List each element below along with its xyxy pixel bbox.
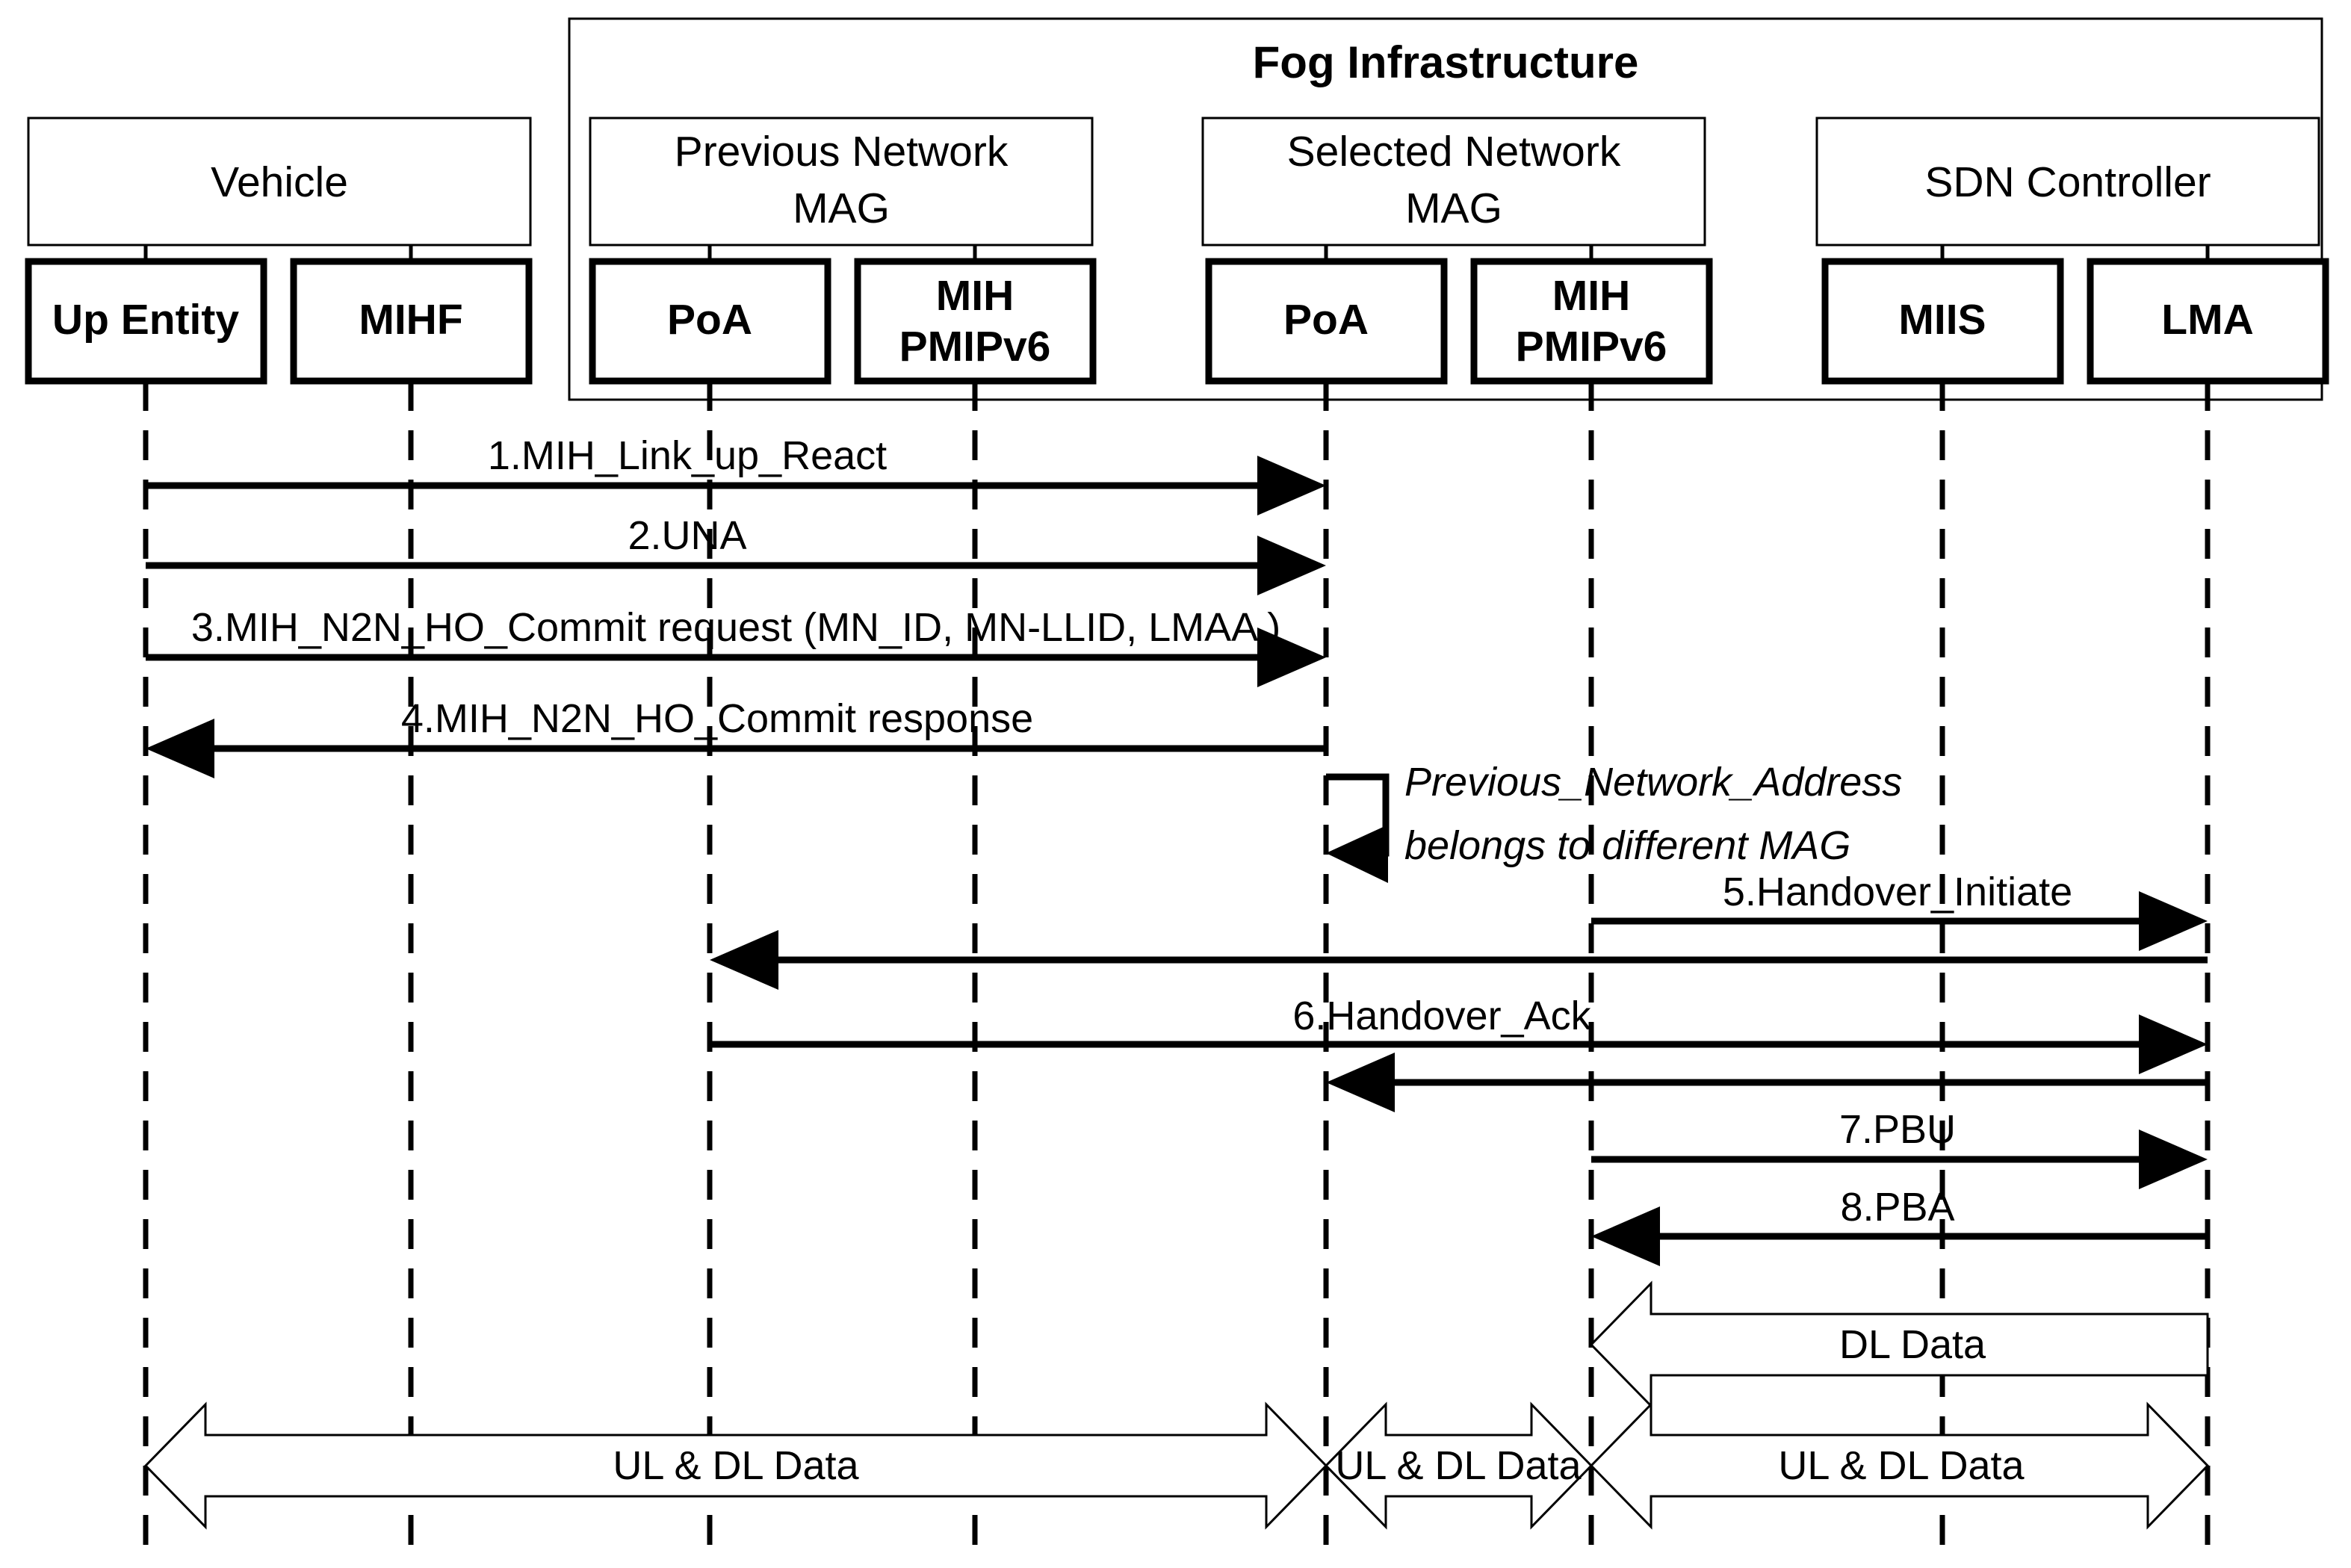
group-box-vehicle: Vehicle <box>27 117 532 247</box>
message-label-8: 8.PBA <box>1840 1185 1954 1230</box>
block-arrow-label-ul-dl-data-left: UL & DL Data <box>613 1443 859 1488</box>
participant-box-lma[interactable]: LMA <box>2087 258 2329 385</box>
participant-label-lma: LMA <box>2161 296 2253 344</box>
block-arrow-ul-dl-data-right[interactable]: UL & DL Data <box>1589 1401 2210 1530</box>
message-2-una[interactable]: 2.UNA <box>146 513 1326 595</box>
message-label-2: 2.UNA <box>628 513 746 558</box>
group-label-previous-network-mag-line1: Previous Network <box>675 128 1009 176</box>
block-arrow-ul-dl-data-mid[interactable]: UL & DL Data <box>1324 1401 1593 1530</box>
block-arrow-label-ul-dl-data-right: UL & DL Data <box>1778 1443 2025 1488</box>
group-box-selected-network-mag: Selected Network MAG <box>1201 117 1706 247</box>
self-message-note-line1: Previous_Network_Address <box>1404 760 1902 805</box>
participant-label-sel-poa: PoA <box>1283 296 1369 344</box>
message-label-6: 6.Handover_Ack <box>1292 994 1591 1038</box>
participant-box-up-entity[interactable]: Up Entity <box>25 258 267 385</box>
block-arrow-dl-data[interactable]: DL Data <box>1589 1280 2209 1409</box>
participant-label-up-entity: Up Entity <box>52 296 239 344</box>
participant-label-prev-poa: PoA <box>667 296 752 344</box>
participant-label-miis: MIIS <box>1898 296 1986 344</box>
message-7-pbu[interactable]: 7.PBU <box>1591 1107 2208 1189</box>
group-label-selected-network-mag-line2: MAG <box>1405 185 1502 232</box>
message-1-mih-link-up-react[interactable]: 1.MIH_Link_up_React <box>146 433 1326 515</box>
message-label-5: 5.Handover_Initiate <box>1723 870 2072 914</box>
message-3-mih-n2n-ho-commit-request[interactable]: 3.MIH_N2N_HO_Commit request (MN_ID, MN-L… <box>146 605 1326 687</box>
participant-box-sel-mih-pmipv6[interactable]: MIH PMIPv6 <box>1470 258 1713 385</box>
group-box-previous-network-mag: Previous Network MAG <box>589 117 1094 247</box>
group-box-sdn-controller: SDN Controller <box>1815 117 2320 247</box>
message-label-4: 4.MIH_N2N_HO_Commit response <box>401 696 1033 741</box>
participant-box-mihf[interactable]: MIHF <box>290 258 533 385</box>
message-4-mih-n2n-ho-commit-response[interactable]: 4.MIH_N2N_HO_Commit response <box>146 696 1326 778</box>
participant-box-prev-mih-pmipv6[interactable]: MIH PMIPv6 <box>854 258 1097 385</box>
block-arrow-label-dl-data: DL Data <box>1839 1322 1986 1367</box>
group-label-sdn-controller: SDN Controller <box>1924 158 2211 206</box>
group-label-fog: Fog Infrastructure <box>1253 37 1639 87</box>
participant-label-prev-mih-pmipv6-line1: MIH <box>936 272 1014 320</box>
participant-box-sel-poa[interactable]: PoA <box>1205 258 1448 385</box>
group-label-vehicle: Vehicle <box>211 158 348 206</box>
group-label-selected-network-mag-line1: Selected Network <box>1287 128 1621 176</box>
message-5-handover-initiate[interactable]: 5.Handover_Initiate <box>1591 870 2208 951</box>
message-label-7: 7.PBU <box>1839 1107 1956 1152</box>
message-8-pba[interactable]: 8.PBA <box>1591 1185 2208 1266</box>
message-label-3: 3.MIH_N2N_HO_Commit request (MN_ID, MN-L… <box>191 605 1280 650</box>
block-arrow-label-ul-dl-data-mid: UL & DL Data <box>1335 1443 1582 1488</box>
participant-box-prev-poa[interactable]: PoA <box>589 258 831 385</box>
message-6b-handover-ack-forward[interactable] <box>1326 1053 2208 1112</box>
message-label-1: 1.MIH_Link_up_React <box>488 433 887 478</box>
participant-label-sel-mih-pmipv6-line1: MIH <box>1552 272 1630 320</box>
participant-box-miis[interactable]: MIIS <box>1821 258 2064 385</box>
group-label-previous-network-mag-line2: MAG <box>793 185 890 232</box>
message-5b-handover-initiate-forward[interactable] <box>710 930 2208 990</box>
self-message-note-line2: belongs to different MAG <box>1404 823 1850 868</box>
message-6-handover-ack[interactable]: 6.Handover_Ack <box>710 994 2208 1074</box>
participant-label-mihf: MIHF <box>359 296 462 344</box>
block-arrow-ul-dl-data-left[interactable]: UL & DL Data <box>143 1401 1328 1530</box>
participant-label-prev-mih-pmipv6-line2: PMIPv6 <box>899 323 1051 371</box>
participant-label-sel-mih-pmipv6-line2: PMIPv6 <box>1516 323 1667 371</box>
self-message-previous-network-address[interactable]: Previous_Network_Address belongs to diff… <box>1326 760 1902 883</box>
